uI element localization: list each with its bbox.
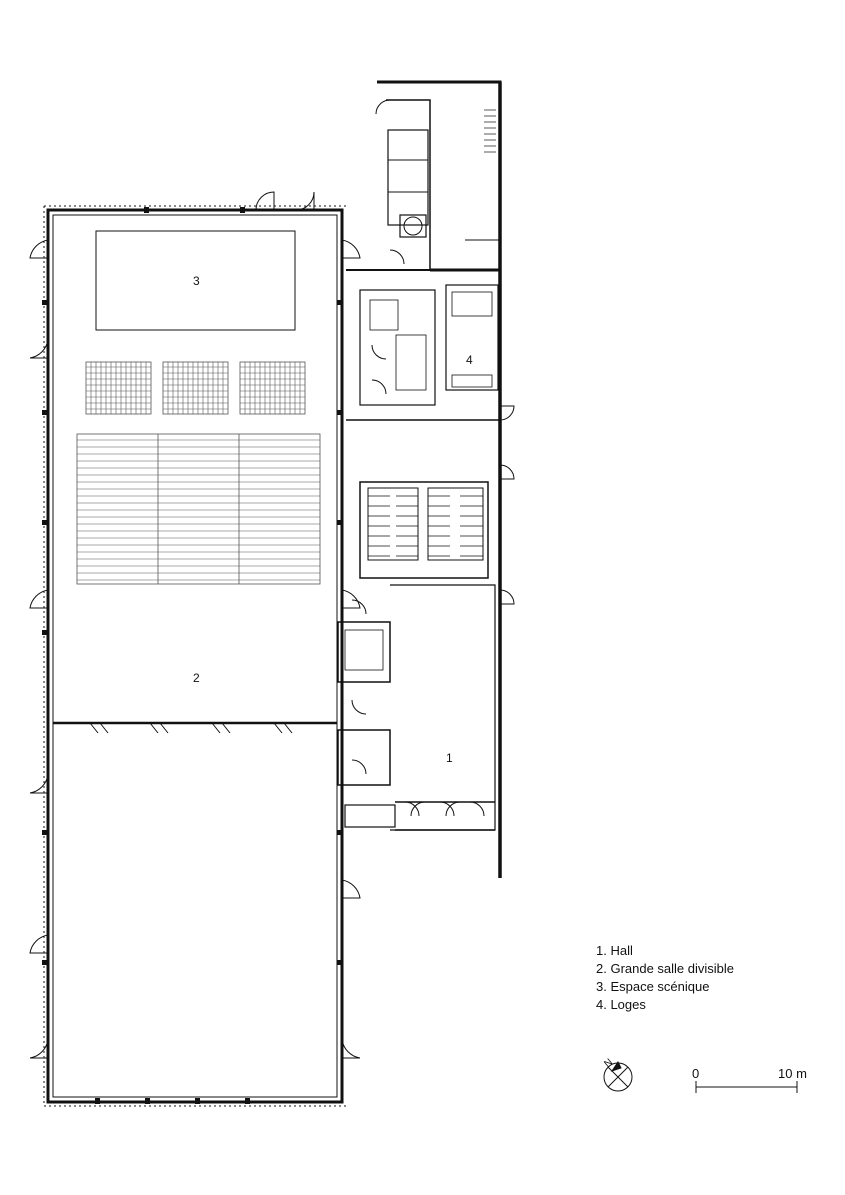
room-label-3: 3 bbox=[193, 274, 200, 288]
seating-front bbox=[85, 361, 306, 415]
seating-front-rows bbox=[86, 362, 305, 414]
legend-item-hall: 1. Hall bbox=[596, 943, 633, 958]
service-block-walls bbox=[337, 80, 502, 878]
room-label-4: 4 bbox=[466, 353, 473, 367]
legend-item-grande-salle: 2. Grande salle divisible bbox=[596, 961, 735, 976]
main-hall-walls bbox=[43, 205, 346, 1107]
north-arrow-icon: N bbox=[602, 1057, 633, 1092]
scale-bar bbox=[695, 1081, 798, 1093]
legend: 1. Hall 2. Grande salle divisible 3. Esp… bbox=[596, 942, 734, 1014]
toilet-cubicles bbox=[368, 495, 483, 557]
north-arrow-label: N bbox=[602, 1057, 615, 1070]
seating-main bbox=[76, 433, 321, 585]
legend-item-espace-scenique: 3. Espace scénique bbox=[596, 979, 710, 994]
door-swings bbox=[29, 191, 361, 1059]
scale-label-start: 0 bbox=[692, 1066, 700, 1081]
scale-label-end: 10 m bbox=[778, 1066, 807, 1081]
pilasters bbox=[42, 207, 343, 1104]
foyer-door-swings bbox=[351, 99, 515, 817]
stage-area bbox=[95, 230, 296, 331]
legend-item-loges: 4. Loges bbox=[596, 997, 646, 1012]
room-label-2: 2 bbox=[193, 671, 200, 685]
seating-main-rows bbox=[77, 439, 320, 581]
room-label-1: 1 bbox=[446, 751, 453, 765]
